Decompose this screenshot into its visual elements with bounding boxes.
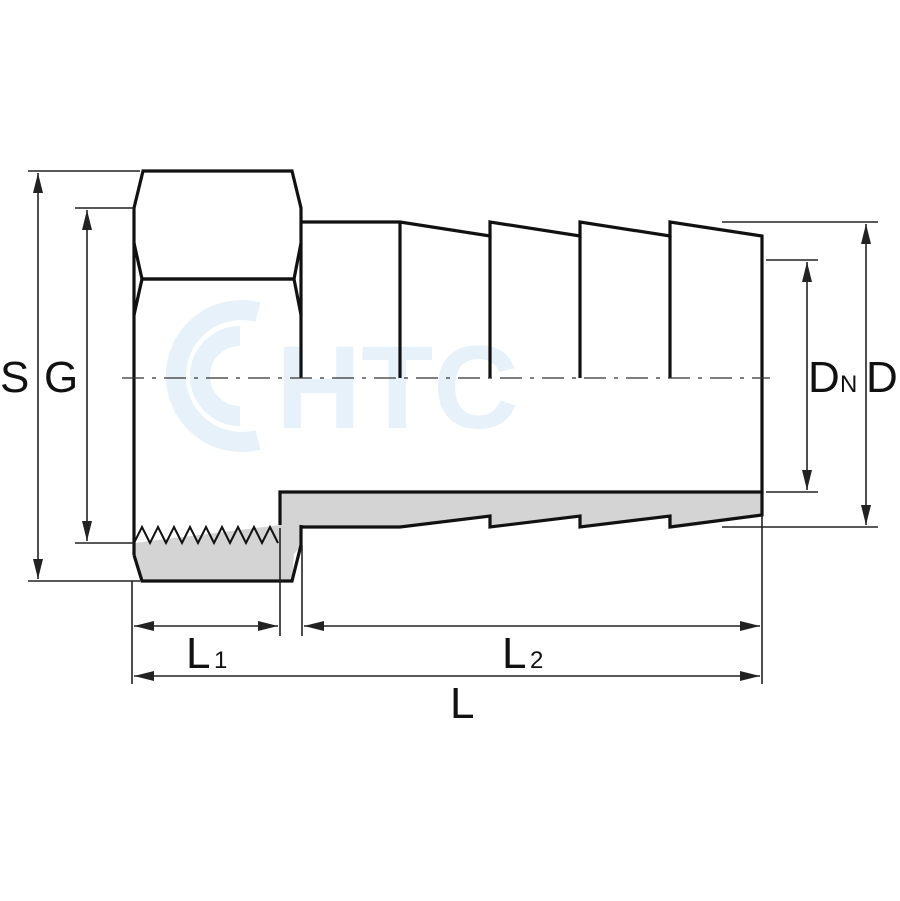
watermark: HTC: [165, 300, 519, 454]
internal-thread: [133, 524, 279, 546]
hex-nut-bottom: [132, 525, 303, 583]
dimensions: [28, 170, 878, 684]
fitting-outline: [132, 169, 764, 583]
label-dn-sub: N: [840, 371, 857, 398]
hex-nut-lower-facet: [132, 277, 303, 316]
label-l1-sub: 1: [214, 647, 227, 674]
watermark-text: HTC: [276, 322, 519, 454]
section-nut-fill: [134, 492, 762, 581]
barb-lower-profile: [301, 492, 764, 529]
label-d: D: [866, 353, 898, 402]
watermark-logo-icon: [165, 300, 261, 452]
dimension-labels: S G D N D L 1 L 2 L: [0, 353, 898, 728]
label-s: S: [0, 353, 29, 402]
label-dn-main: D: [808, 353, 840, 402]
section-fill: [134, 492, 762, 581]
label-l2-main: L: [502, 629, 526, 678]
hex-nut-outline: [132, 169, 303, 281]
label-l1-main: L: [186, 629, 210, 678]
label-g: G: [44, 353, 78, 402]
label-l2-sub: 2: [530, 647, 543, 674]
barb-upper-profile: [278, 220, 764, 525]
label-l: L: [450, 679, 474, 728]
